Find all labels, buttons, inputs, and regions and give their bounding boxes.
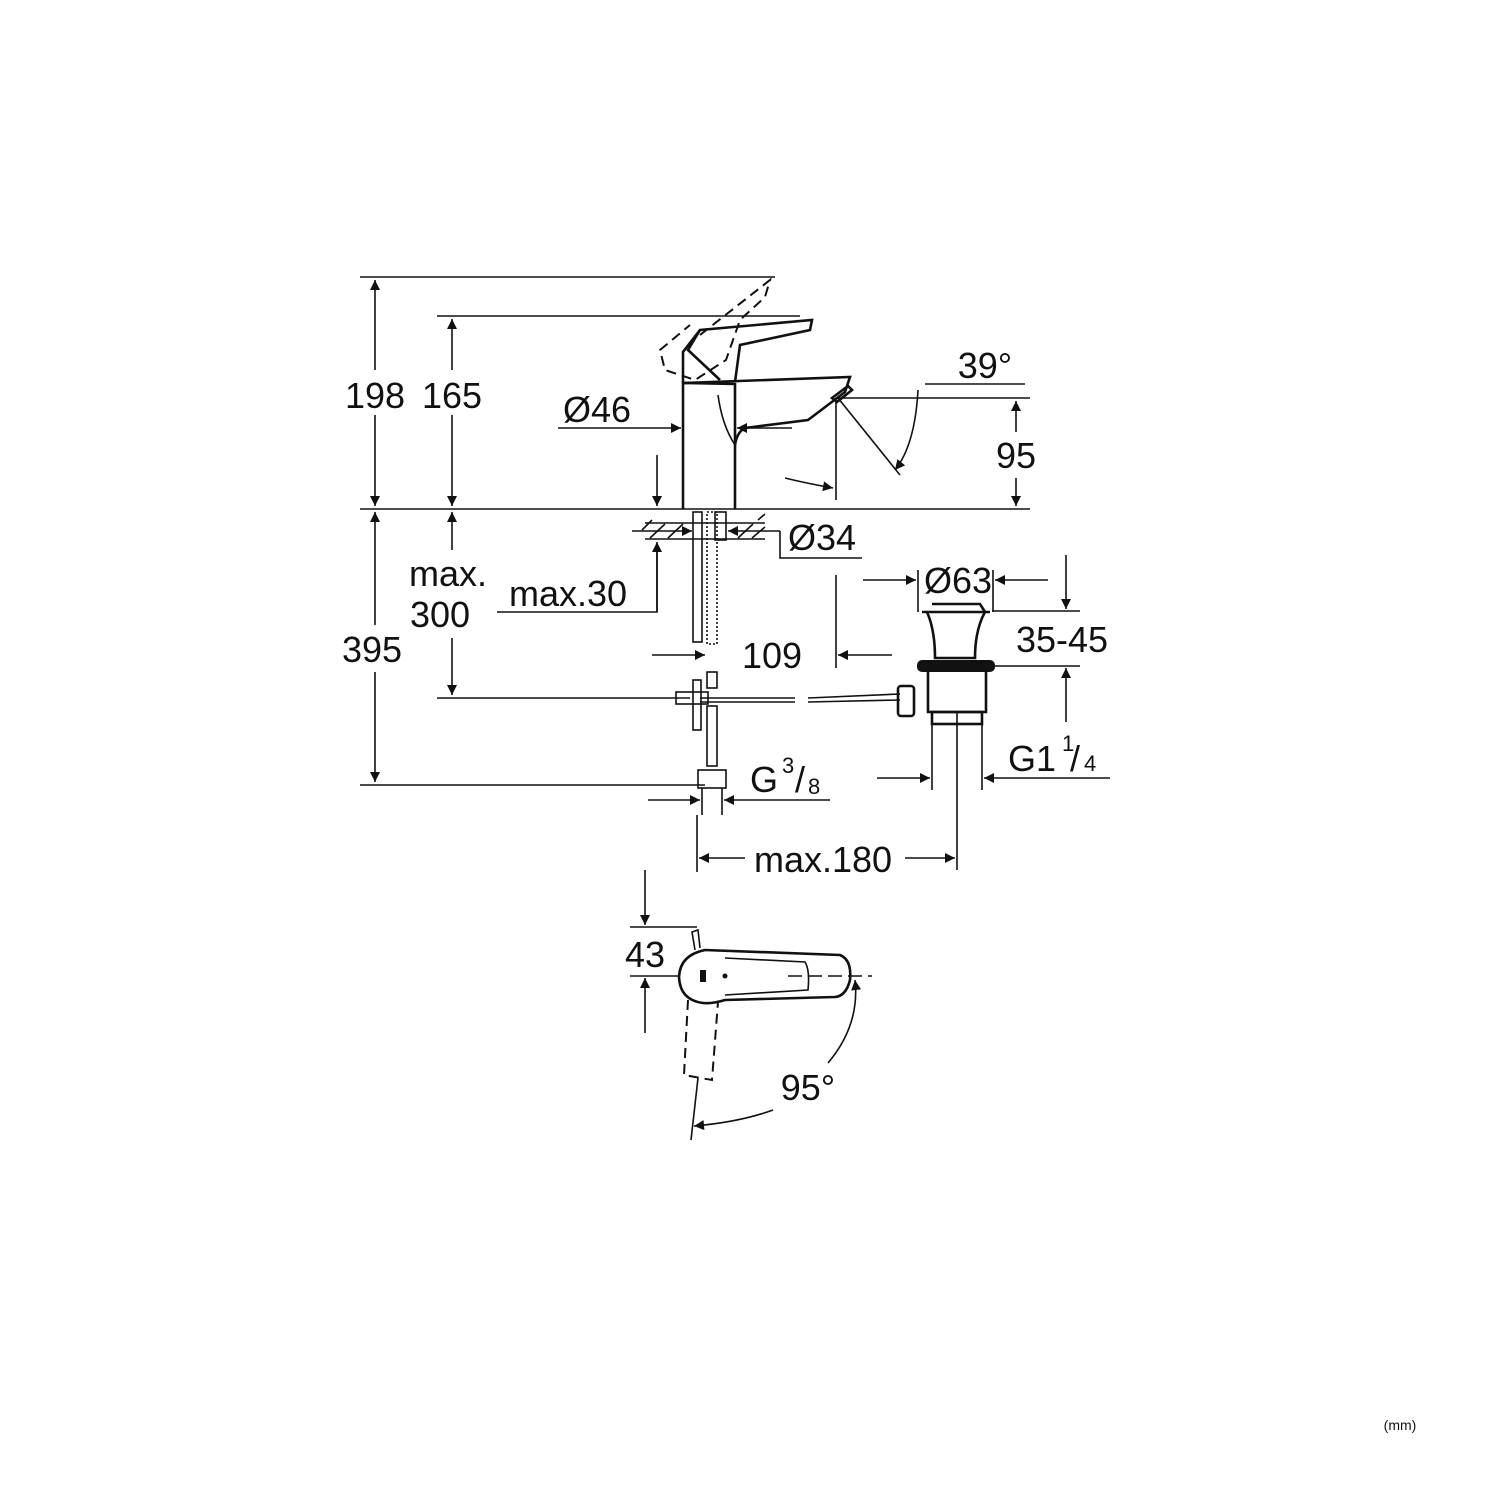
drain-range-35-45: 35-45 (992, 555, 1108, 722)
dim-165: 165 (422, 375, 482, 416)
dim-angle-39: 39° (958, 345, 1012, 386)
deck-section (641, 513, 766, 540)
dim-g-slash: / (795, 759, 805, 800)
dim-g1: G1 (1008, 738, 1056, 779)
faucet-top-view: 43 95° (625, 870, 872, 1141)
dim-diameter-46: Ø46 (563, 389, 631, 430)
dim-g-den: 8 (808, 774, 820, 799)
height-dimension-198: 198 (345, 280, 405, 506)
dim-395: 395 (342, 629, 402, 670)
dim-g1-den: 4 (1084, 751, 1096, 776)
faucet-side-view (641, 277, 919, 815)
dim-35-45: 35-45 (1016, 619, 1108, 660)
dim-diameter-63: Ø63 (924, 560, 992, 601)
dim-g1-slash: / (1070, 738, 1080, 779)
dimension-109: 109 (652, 635, 892, 676)
dim-g: G (750, 759, 778, 800)
diameter-46-dimension: Ø46 (558, 389, 792, 433)
diameter-34-dimension: Ø34 (632, 517, 862, 559)
spout-angle-line (837, 397, 901, 476)
dim-diameter-34: Ø34 (788, 517, 856, 558)
drain-diameter-63: Ø63 (863, 560, 1048, 601)
spout-height-95: 95 (996, 401, 1036, 506)
dim-300: 300 (410, 594, 470, 635)
dim-109: 109 (742, 635, 802, 676)
dim-198: 198 (345, 375, 405, 416)
height-dimension-395: 395 (342, 512, 402, 782)
drain-thread-dimension: G1 1 / 4 (877, 731, 1110, 783)
dim-max-30: max.30 (509, 573, 627, 614)
drain-valve (896, 570, 995, 870)
dim-g-num: 3 (782, 753, 794, 778)
dim-max-180: max.180 (754, 839, 892, 880)
dim-43: 43 (625, 934, 665, 975)
dim-g1-num: 1 (1062, 731, 1074, 756)
dim-max-label: max. (409, 553, 487, 594)
dim-95: 95 (996, 435, 1036, 476)
extension-lines (360, 276, 1030, 786)
max-180-dimension: max.180 (696, 815, 955, 880)
dim-angle-95: 95° (781, 1067, 835, 1108)
height-dimension-165: 165 (422, 319, 482, 506)
max-300-dimension: max. 300 (409, 512, 487, 695)
supply-thread-dimension: G 3 / 8 (648, 753, 830, 805)
max-30-dimension: max.30 (497, 455, 662, 614)
unit-label: (mm) (1384, 1417, 1417, 1433)
